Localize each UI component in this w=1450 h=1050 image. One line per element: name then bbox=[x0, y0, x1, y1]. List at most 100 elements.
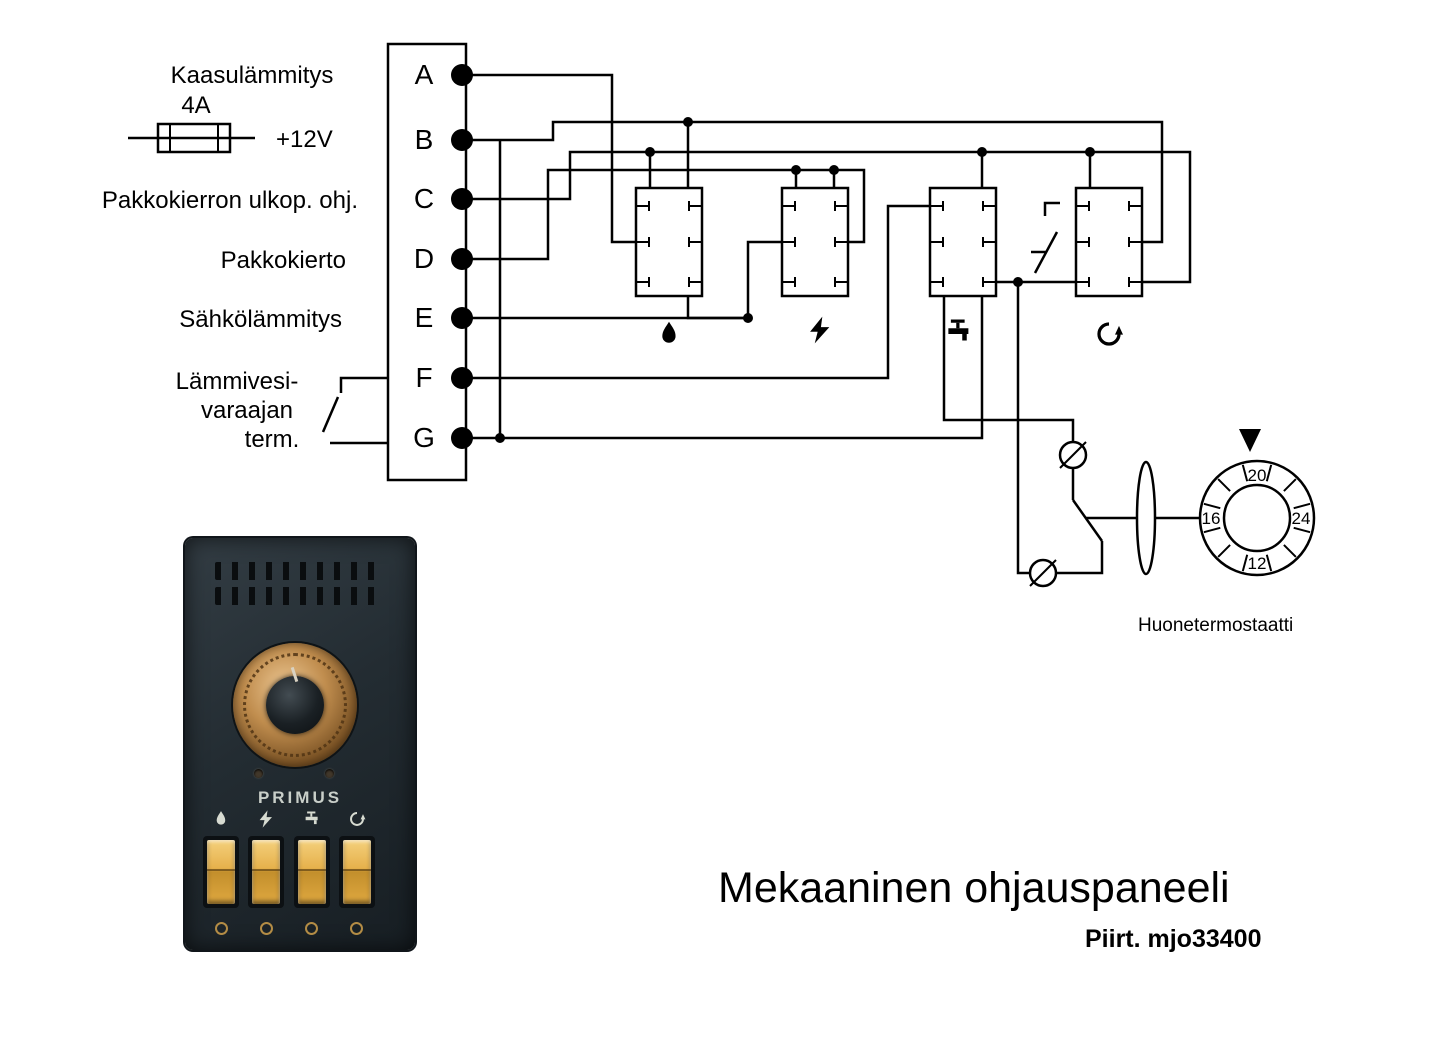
label-voltage: +12V bbox=[276, 126, 333, 153]
label-electric-heating: Sähkölämmitys bbox=[179, 306, 342, 333]
rocker-switch-water bbox=[293, 836, 330, 908]
label-forced-circulation: Pakkokierto bbox=[221, 247, 346, 274]
wire-block1-bottom bbox=[686, 296, 748, 320]
terminal-dot bbox=[451, 248, 473, 270]
screw-mark bbox=[339, 922, 375, 935]
rocker-switch-gas bbox=[203, 836, 239, 908]
thermostat-capsule bbox=[1135, 460, 1157, 576]
dial-knob bbox=[266, 676, 324, 734]
label-forced-circulation-ext: Pakkokierron ulkop. ohj. bbox=[102, 187, 358, 214]
rocker-switch-row bbox=[203, 836, 375, 908]
rocker bbox=[207, 840, 235, 904]
terminal-label: G bbox=[413, 422, 435, 453]
ventilation-slots bbox=[215, 562, 385, 612]
label-water-heater-2: varaajan bbox=[201, 397, 293, 424]
primus-control-panel-photo: PRIMUS bbox=[185, 538, 415, 950]
switch-contacts bbox=[636, 201, 702, 287]
thermostat-dial-inner bbox=[1222, 483, 1292, 553]
left-labels: Kaasulämmitys 4A +12V Pakkokierron ulkop… bbox=[102, 62, 358, 453]
junction-dot bbox=[1085, 147, 1095, 157]
switch-blocks bbox=[634, 186, 1144, 298]
thermostat-label: Huonetermostaatti bbox=[1138, 615, 1293, 636]
screw-mark bbox=[294, 922, 330, 935]
diagram-credit: Piirt. mjo33400 bbox=[1085, 925, 1262, 953]
terminal-block: A B C D E F G bbox=[386, 42, 473, 482]
dial-number-20: 20 bbox=[1248, 466, 1267, 485]
dial-number-16: 16 bbox=[1202, 509, 1221, 528]
diagram-title: Mekaaninen ohjauspaneeli bbox=[718, 864, 1230, 912]
label-water-heater-3: term. bbox=[245, 426, 300, 453]
junction-dot bbox=[645, 147, 655, 157]
switch-contacts bbox=[930, 201, 996, 287]
terminal-dot bbox=[451, 307, 473, 329]
switch-contacts bbox=[1076, 201, 1142, 287]
actuator-symbol bbox=[1031, 201, 1060, 274]
wire-f bbox=[466, 204, 930, 380]
dial-number-12: 12 bbox=[1248, 554, 1267, 573]
rocker-switch-electric bbox=[248, 836, 285, 908]
lightning-icon bbox=[810, 316, 830, 344]
faucet-icon bbox=[948, 319, 969, 341]
terminal-dot bbox=[451, 427, 473, 449]
water-heater-switch-symbol bbox=[321, 376, 388, 445]
rocker bbox=[342, 840, 371, 904]
wire-to-thermostat-lower bbox=[1016, 282, 1030, 575]
terminal-dot bbox=[451, 367, 473, 389]
wire-g bbox=[466, 296, 984, 440]
rocker bbox=[252, 840, 281, 904]
dial-scale-dots bbox=[243, 653, 347, 757]
junction-dot bbox=[977, 147, 987, 157]
dial-number-24: 24 bbox=[1292, 509, 1311, 528]
rocker bbox=[297, 840, 326, 904]
panel-icon-row bbox=[203, 810, 375, 828]
label-gas-heating: Kaasulämmitys bbox=[171, 62, 334, 89]
wire-e bbox=[466, 240, 782, 320]
terminal-label: A bbox=[415, 59, 434, 90]
wire-c-bus bbox=[466, 150, 1192, 284]
circulation-icon bbox=[1097, 322, 1124, 346]
screw-mark bbox=[248, 922, 284, 935]
wire-to-thermostat-upper bbox=[942, 296, 1075, 442]
vent-row bbox=[215, 562, 385, 580]
junction-dot bbox=[829, 165, 839, 175]
junction-dot bbox=[743, 313, 753, 323]
room-thermostat: 20 24 12 16 Huonetermostaatti bbox=[1028, 429, 1316, 636]
screw-mark bbox=[203, 922, 239, 935]
dial-ticks bbox=[1203, 464, 1311, 572]
fuse-symbol bbox=[128, 122, 255, 154]
junction-dot bbox=[683, 117, 693, 127]
circulation-icon bbox=[339, 810, 375, 828]
function-icons bbox=[662, 316, 1124, 346]
terminal-dot bbox=[451, 129, 473, 151]
label-fuse-rating: 4A bbox=[181, 92, 210, 119]
terminal-label: F bbox=[415, 362, 432, 393]
screw-mark-row bbox=[203, 922, 375, 935]
terminal-label: B bbox=[415, 124, 434, 155]
lightning-icon bbox=[248, 810, 284, 828]
switch-contacts bbox=[782, 201, 848, 287]
junction-dot bbox=[791, 165, 801, 175]
terminal-label: C bbox=[414, 183, 434, 214]
dial-pointer-icon bbox=[1239, 429, 1261, 452]
wire-d-bus bbox=[466, 168, 866, 261]
faucet-icon bbox=[294, 810, 330, 828]
panel-screw bbox=[325, 769, 334, 778]
terminal-label: E bbox=[415, 302, 434, 333]
panel-dial bbox=[233, 643, 357, 767]
wire-b-bus bbox=[466, 120, 1164, 244]
panel-screw bbox=[254, 769, 263, 778]
vent-row bbox=[215, 587, 385, 605]
thermostat-switch-blade bbox=[1071, 499, 1104, 542]
brand-label: PRIMUS bbox=[257, 788, 343, 807]
wires bbox=[466, 73, 1192, 575]
junction-dot bbox=[495, 433, 505, 443]
wire-a bbox=[466, 73, 636, 244]
label-water-heater-1: Lämmivesi- bbox=[176, 368, 299, 395]
terminal-label: D bbox=[414, 243, 434, 274]
junction-dot bbox=[1013, 277, 1023, 287]
terminal-dot bbox=[451, 188, 473, 210]
flame-icon bbox=[662, 321, 676, 343]
flame-icon bbox=[203, 810, 239, 828]
rocker-switch-circulation bbox=[338, 836, 375, 908]
